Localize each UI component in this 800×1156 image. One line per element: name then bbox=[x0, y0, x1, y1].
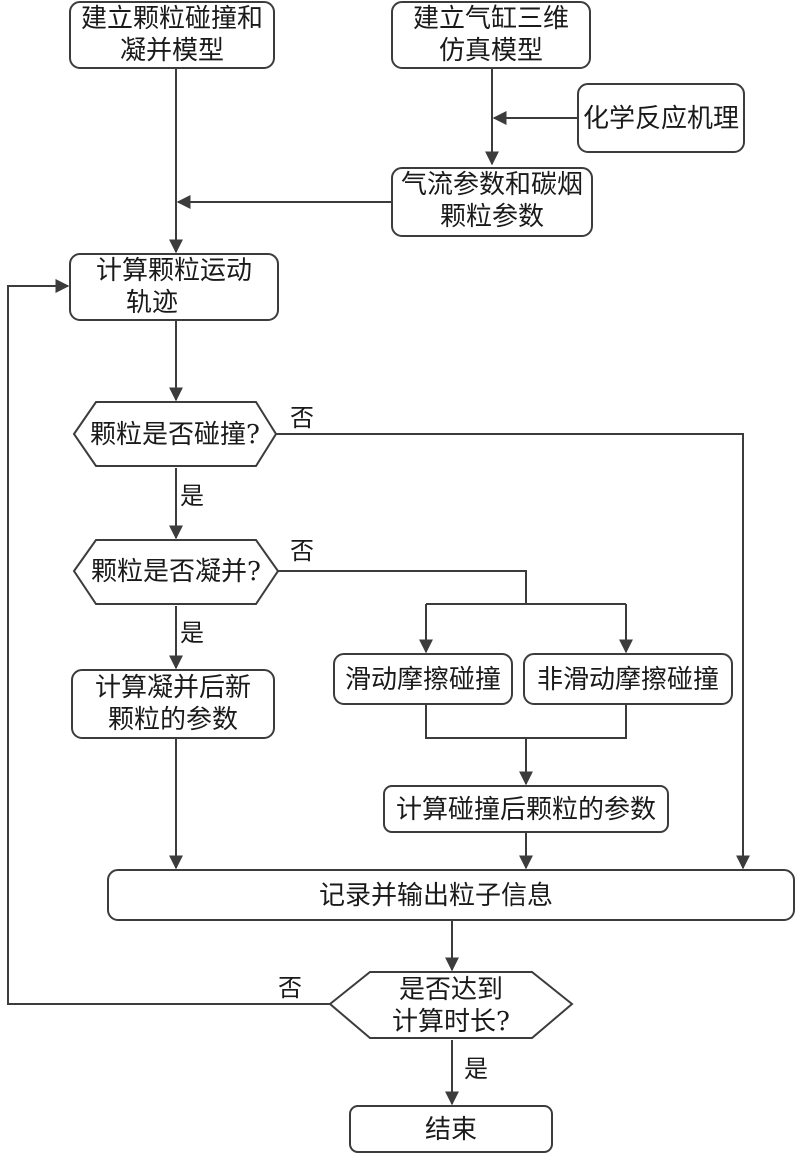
node-text: 计算时长? bbox=[392, 1007, 510, 1037]
node-build-collision-model: 建立颗粒碰撞和 凝并模型 bbox=[69, 1, 275, 69]
node-decision-coalesce: 颗粒是否凝并? bbox=[72, 539, 280, 605]
node-end: 结束 bbox=[349, 1105, 553, 1153]
node-decision-collide: 颗粒是否碰撞? bbox=[72, 401, 278, 467]
edges bbox=[7, 68, 750, 1106]
node-text: 颗粒是否碰撞? bbox=[90, 420, 260, 450]
node-text: 建立颗粒碰撞和 bbox=[81, 4, 263, 34]
node-text: 计算颗粒运动 bbox=[96, 256, 252, 286]
edge-label-coalesce-yes: 是 bbox=[180, 619, 204, 647]
node-decision-time: 是否达到 计算时长? bbox=[328, 971, 574, 1039]
node-flow-soot-params: 气流参数和碳烟 颗粒参数 bbox=[391, 167, 593, 237]
edge-merge-left bbox=[425, 704, 627, 739]
node-calc-trajectory: 计算颗粒运动 轨迹 bbox=[69, 253, 279, 321]
node-text: 建立气缸三维 bbox=[413, 4, 569, 34]
edge-label-time-no: 否 bbox=[278, 974, 302, 1002]
node-text: 结束 bbox=[425, 1115, 477, 1145]
node-sliding-friction: 滑动摩擦碰撞 bbox=[333, 653, 513, 705]
node-text: 滑动摩擦碰撞 bbox=[345, 665, 501, 695]
node-chemical-mechanism: 化学反应机理 bbox=[577, 83, 745, 153]
node-text: 仿真模型 bbox=[439, 36, 543, 66]
edge-label-coalesce-no: 否 bbox=[290, 537, 314, 565]
node-text: 记录并输出粒子信息 bbox=[319, 881, 553, 911]
edge-label-collide-yes: 是 bbox=[180, 482, 204, 510]
node-text: 颗粒的参数 bbox=[108, 705, 238, 735]
edge-coalesce-no bbox=[278, 570, 527, 604]
edge-time-no-loop bbox=[7, 279, 330, 1005]
node-calc-new-particle: 计算凝并后新 颗粒的参数 bbox=[71, 669, 275, 739]
node-text: 轨迹 bbox=[126, 288, 178, 318]
node-text: 颗粒是否凝并? bbox=[91, 557, 261, 587]
node-text: 气流参数和碳烟 bbox=[401, 170, 583, 200]
node-record-output: 记录并输出粒子信息 bbox=[107, 869, 795, 921]
edge-collide-no bbox=[276, 433, 750, 870]
node-text: 化学反应机理 bbox=[583, 104, 739, 134]
node-text: 颗粒参数 bbox=[440, 202, 544, 232]
node-non-sliding-friction: 非滑动摩擦碰撞 bbox=[523, 653, 733, 705]
node-text: 计算凝并后新 bbox=[95, 673, 251, 703]
node-build-cylinder-model: 建立气缸三维 仿真模型 bbox=[391, 1, 591, 69]
node-text: 计算碰撞后颗粒的参数 bbox=[396, 795, 656, 825]
node-text: 非滑动摩擦碰撞 bbox=[537, 665, 719, 695]
node-text: 是否达到 bbox=[399, 975, 503, 1005]
node-calc-after-collision: 计算碰撞后颗粒的参数 bbox=[383, 785, 669, 833]
node-text: 凝并模型 bbox=[120, 36, 224, 66]
edge-label-collide-no: 否 bbox=[290, 404, 314, 432]
edge-label-time-yes: 是 bbox=[464, 1055, 488, 1083]
